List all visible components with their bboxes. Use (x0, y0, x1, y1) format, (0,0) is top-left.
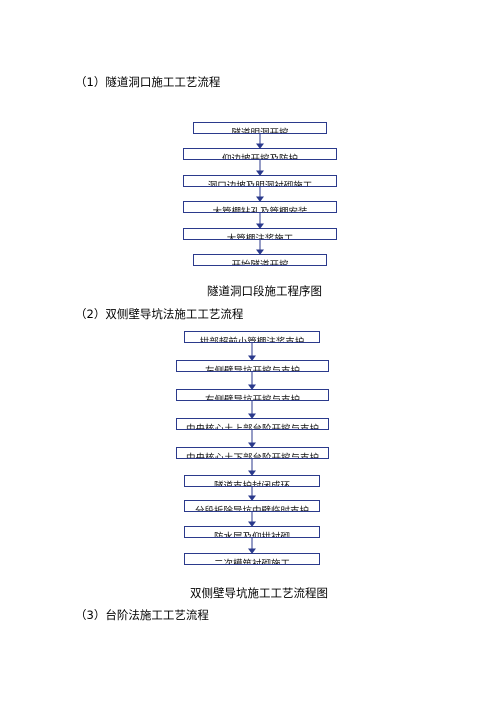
flow2-caption: 双侧壁导坑施工工艺流程图 (190, 586, 328, 600)
flow1-caption: 隧道洞口段施工程序图 (207, 284, 322, 298)
flow2-step-4: 中央核心土上部台阶开挖与支护 (176, 418, 329, 430)
flow2-step-5: 中央核心土下部台阶开挖与支护 (176, 447, 329, 459)
flow1-step-4: 大管棚钻孔及管棚安装 (183, 201, 337, 213)
flow1-step-3: 洞口边坡及明洞衬砌施工 (183, 175, 337, 187)
section-heading-1: （1）隧道洞口施工工艺流程 (75, 75, 221, 89)
flow1-step-5: 大管棚注浆施工 (183, 228, 337, 240)
section-heading-2: （2）双侧壁导坑法施工工艺流程 (75, 307, 244, 321)
section-heading-3: （3）台阶法施工工艺流程 (75, 608, 209, 622)
flow2-step-9: 二次模筑衬砌施工 (184, 553, 320, 565)
flow2-step-2: 左侧壁导坑开挖与支护 (176, 360, 329, 372)
flow1-step-6: 开始隧道开挖 (193, 254, 327, 266)
flow2-step-7: 分段拆除导坑中壁临时支护 (184, 500, 320, 512)
flow2-step-1: 拱部超前小管棚注浆支护 (184, 331, 320, 343)
flow2-step-3: 右侧壁导坑开挖与支护 (176, 389, 329, 401)
flow2-step-8: 防水层及仰拱衬砌 (184, 526, 320, 538)
flow1-step-1: 隧道明洞开挖 (193, 122, 327, 134)
flow1-step-2: 仰边坡开挖及防护 (183, 148, 337, 160)
flow2-step-6: 隧道支护封闭成环 (184, 475, 320, 487)
